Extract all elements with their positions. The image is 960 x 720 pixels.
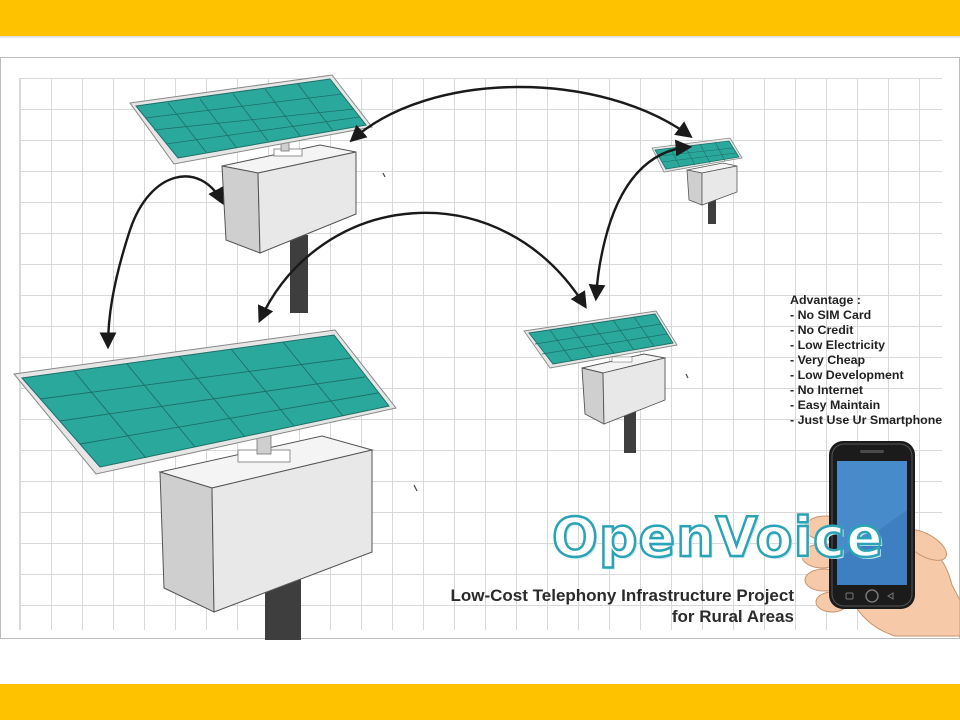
- advantage-item: No Credit: [790, 323, 942, 338]
- solar-station-1: [129, 74, 373, 313]
- advantage-item: Low Development: [790, 368, 942, 383]
- smartphone-icon: [829, 441, 915, 609]
- link-arrows: [99, 85, 693, 350]
- advantage-item: Just Use Ur Smartphone: [790, 413, 943, 428]
- solar-panel-icon: [523, 310, 678, 369]
- link-arrow-icon: [99, 175, 224, 350]
- link-arrow-icon: [588, 139, 693, 302]
- relay-box-icon: [686, 162, 738, 206]
- pole: [624, 405, 636, 453]
- advantage-item: No Internet: [790, 383, 942, 398]
- advantage-item: No SIM Card: [790, 308, 942, 323]
- link-arrow-icon: [258, 211, 587, 324]
- top-accent-bar: [0, 0, 960, 36]
- advantage-item: Very Cheap: [790, 353, 942, 368]
- advantages-list: No SIM Card No Credit Low Electricity Ve…: [790, 308, 943, 428]
- openvoice-logo: OpenVoice: [551, 506, 884, 569]
- advantage-item: Easy Maintain: [790, 398, 942, 413]
- pole: [708, 198, 716, 224]
- advantage-item: Low Electricity: [790, 338, 942, 353]
- relay-box-icon: [221, 140, 357, 254]
- bottom-accent-bar: [0, 684, 960, 720]
- relay-box-icon: [158, 435, 374, 613]
- solar-panel-icon: [129, 74, 373, 165]
- solar-station-4: [523, 310, 678, 453]
- project-tagline: Low-Cost Telephony Infrastructure Projec…: [396, 585, 794, 627]
- relay-box-icon: [581, 353, 666, 425]
- link-arrow-icon: [349, 85, 693, 143]
- tagline-line-1: Low-Cost Telephony Infrastructure Projec…: [450, 586, 794, 605]
- smartphone-in-hand: [801, 441, 960, 637]
- stray-marks: [382, 172, 689, 492]
- top-bar-shadow: [0, 36, 960, 39]
- home-button: [865, 589, 879, 603]
- pole: [290, 235, 308, 313]
- advantages-title: Advantage :: [790, 293, 861, 307]
- tagline-line-2: for Rural Areas: [671, 607, 794, 626]
- solar-station-3: [13, 329, 397, 640]
- solar-panel-icon: [13, 329, 397, 475]
- solar-station-2: [651, 137, 743, 224]
